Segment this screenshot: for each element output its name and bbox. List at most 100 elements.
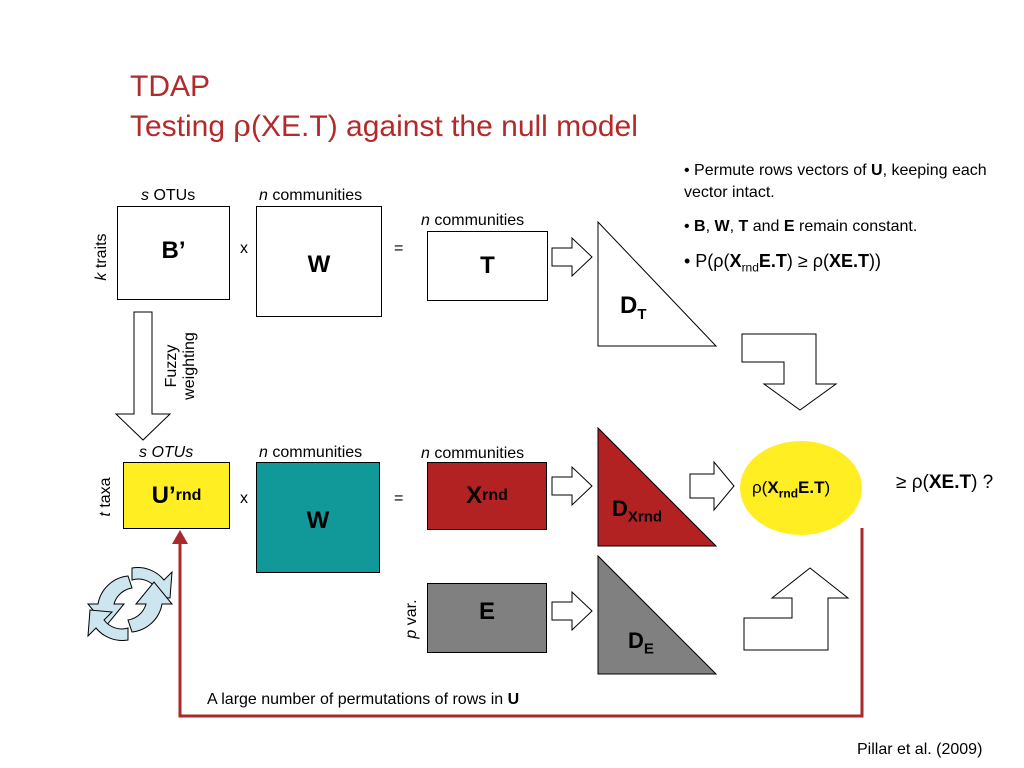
- u-rows-label: t taxa: [97, 469, 115, 525]
- title-line2: Testing ρ(XE.T) against the null model: [130, 108, 638, 146]
- ellipse-sub: rnd: [778, 486, 799, 501]
- bent-arrow-down: [741, 333, 838, 411]
- matrix-x-main: X: [466, 482, 483, 509]
- b2-bullet: •: [684, 218, 695, 235]
- equals-bottom: =: [394, 490, 404, 507]
- fuzzy-down-arrow: [114, 311, 172, 441]
- w-cols-label: n communities: [259, 187, 362, 205]
- u-cols-label: s OTUs: [139, 444, 194, 461]
- b2-sep2: ,: [729, 218, 739, 235]
- fuzzy-weighting-label: Fuzzy weighting: [163, 325, 199, 407]
- b2-t: T: [738, 218, 749, 235]
- matrix-w-bottom-label: W: [306, 507, 330, 534]
- matrix-w-top-label: W: [307, 251, 331, 278]
- b-rows-label: k traits: [93, 227, 111, 287]
- matrix-u-sub: rnd: [175, 486, 202, 504]
- b-rows-text: traits: [93, 233, 110, 269]
- b1-a: • Permute rows vectors of: [684, 162, 871, 179]
- t-cols-text: communities: [434, 212, 525, 229]
- bullet-list: • Permute rows vectors of U, keeping eac…: [684, 160, 1020, 291]
- b3-a: • P(ρ(: [684, 251, 730, 271]
- compare-text: ≥ ρ(XE.T) ?: [896, 472, 993, 494]
- b1-bold: U: [871, 162, 883, 179]
- arrow-dx-to-ellipse: [689, 460, 735, 512]
- equals-top: =: [394, 240, 404, 257]
- title-text: TDAP: [130, 70, 211, 103]
- matrix-x-sub: rnd: [482, 487, 508, 504]
- title-line1: TDAP: [130, 68, 210, 106]
- loop-label: A large number of permutations of rows i…: [207, 691, 519, 709]
- b3-x: X: [729, 251, 742, 271]
- b3-et: E.T: [758, 251, 787, 271]
- b2-tail: remain constant.: [794, 218, 918, 235]
- x-cols-label: n communities: [421, 445, 524, 463]
- b2-and: and: [748, 218, 784, 235]
- arrow-e-to-de: [551, 590, 593, 632]
- fuzzy-line1: Fuzzy: [163, 344, 180, 388]
- b-cols-label: s OTUs: [141, 187, 195, 205]
- matrix-w-top: W: [256, 206, 382, 317]
- loop-label-bold: U: [507, 691, 520, 708]
- w-cols-text: communities: [272, 187, 363, 204]
- matrix-w-bottom: W: [256, 462, 380, 573]
- x-cols-var: n: [421, 445, 430, 462]
- dxrnd-label: DXrnd: [612, 496, 662, 525]
- b3-sub: rnd: [741, 260, 759, 275]
- w-cols-label-bottom: n communities: [259, 444, 362, 462]
- e-rows-text: var.: [403, 599, 420, 626]
- de-sub: E: [643, 640, 654, 658]
- de-label: DE: [628, 628, 654, 657]
- matrix-b-label: B’: [161, 237, 186, 264]
- b3-mid: ) ≥ ρ(: [786, 251, 830, 271]
- b2-e: E: [783, 218, 795, 235]
- b-cols-var: s: [141, 187, 149, 204]
- b-cols-text: OTUs: [153, 187, 196, 204]
- ellipse-x: X: [767, 478, 779, 497]
- result-ellipse: [740, 441, 862, 535]
- de-triangle: [597, 554, 718, 675]
- b2-sep1: ,: [705, 218, 715, 235]
- b3-close: )): [869, 251, 882, 271]
- bent-arrow-up: [743, 567, 850, 651]
- w-cols-bottom-text: communities: [272, 444, 363, 461]
- b1-b: , keeping each vector intact.: [684, 162, 987, 201]
- dt-sub: T: [637, 305, 647, 323]
- dxrnd-triangle: [597, 426, 718, 547]
- matrix-u-main: U’: [151, 481, 176, 509]
- permutation-loop-line: [178, 528, 864, 718]
- b3-xet: XE.T: [829, 251, 870, 271]
- dx-sub: Xrnd: [627, 508, 663, 526]
- e-rows-label: p var.: [403, 589, 421, 649]
- title-prefix: Testing: [130, 110, 234, 143]
- matrix-t-label: T: [480, 252, 495, 279]
- t-cols-label: n communities: [421, 212, 524, 230]
- title-rho: ρ: [233, 109, 252, 144]
- times-bottom: x: [240, 490, 248, 507]
- ellipse-text: ρ(XrndE.T): [752, 478, 830, 500]
- dt-triangle: [597, 220, 718, 347]
- fuzzy-line2: weighting: [181, 332, 198, 400]
- ellipse-close: ): [824, 478, 831, 497]
- compare-ge: ≥ ρ(: [896, 472, 929, 493]
- de-main: D: [628, 628, 644, 653]
- times-top: x: [240, 240, 248, 257]
- arrow-t-to-dt: [551, 236, 593, 278]
- citation: Pillar et al. (2009): [857, 741, 983, 758]
- b2-b: B: [694, 218, 706, 235]
- matrix-b: B’: [117, 206, 230, 300]
- cycle-icon: [86, 567, 174, 641]
- matrix-t: T: [427, 231, 548, 301]
- u-rows-text: taxa: [97, 477, 114, 508]
- compare-bold: XE.T: [928, 472, 972, 493]
- e-rows-var: p: [403, 629, 420, 639]
- ellipse-rho: ρ(: [752, 478, 768, 497]
- bullet-3: • P(ρ(XrndE.T) ≥ ρ(XE.T)): [684, 250, 1020, 279]
- w-cols-bottom-var: n: [259, 444, 268, 461]
- t-cols-var: n: [421, 212, 430, 229]
- compare-tail: ) ?: [971, 472, 994, 493]
- u-rows-var: t: [97, 512, 114, 517]
- bullet-1: • Permute rows vectors of U, keeping eac…: [684, 160, 1020, 204]
- b2-w: W: [714, 218, 730, 235]
